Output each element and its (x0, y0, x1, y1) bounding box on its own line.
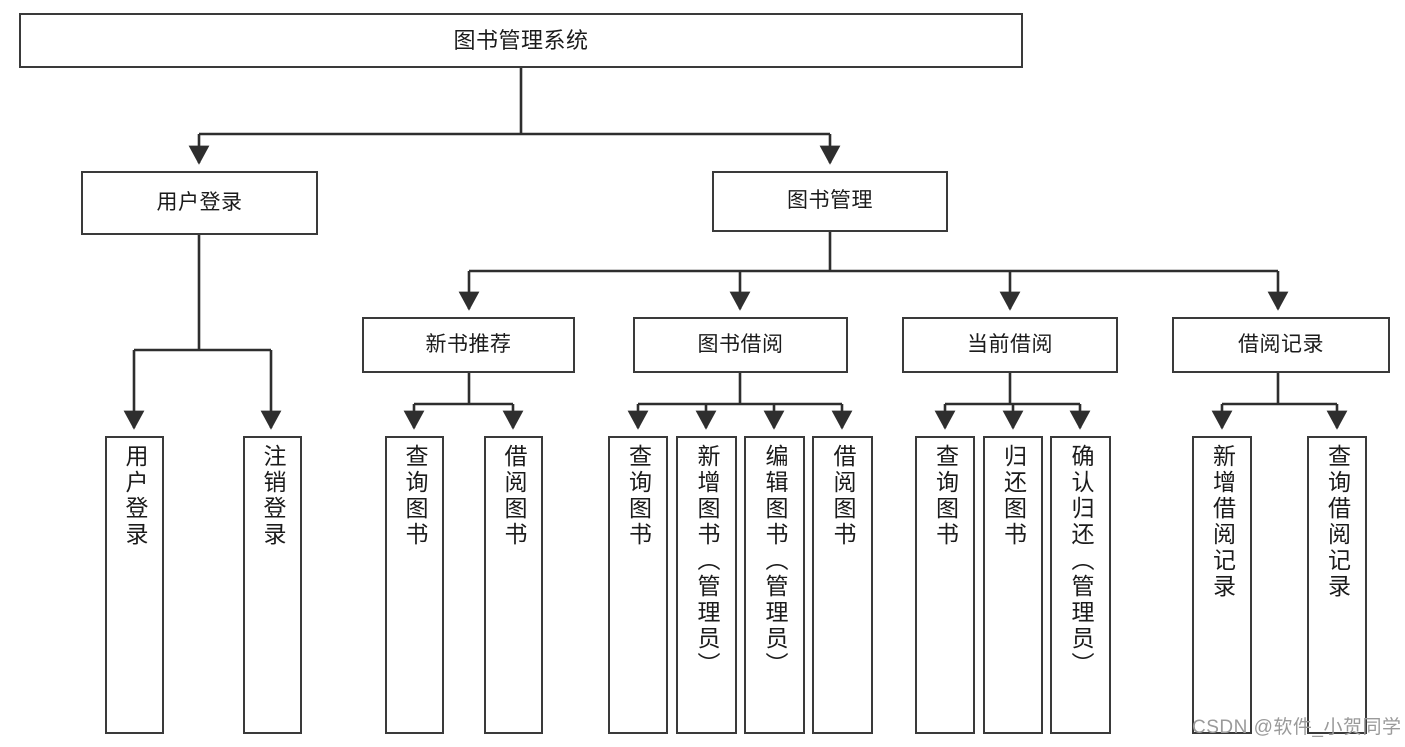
node-label: 编辑图书（管理员） (762, 444, 788, 678)
node-label: 借阅记录 (1238, 332, 1324, 356)
csdn-watermark: CSDN @软件_小贺同学 (1192, 712, 1401, 739)
watermark-text: CSDN @软件_小贺同学 (1192, 717, 1402, 738)
node-label: 图书管理系统 (453, 27, 589, 53)
node-label: 用户登录 (156, 190, 243, 214)
node-new-book-recommend[interactable]: 新书推荐 (362, 317, 575, 373)
leaf-new-book-query-book[interactable]: 查询图书 (385, 436, 444, 734)
node-label: 归还图书 (1000, 444, 1027, 548)
node-label: 用户登录 (122, 444, 148, 548)
node-label: 查询图书 (932, 444, 959, 548)
leaf-book-borrow-edit-book-admin[interactable]: 编辑图书（管理员） (744, 436, 805, 734)
leaf-current-borrow-query-book[interactable]: 查询图书 (915, 436, 975, 734)
node-label: 借阅图书 (501, 444, 527, 548)
node-book-borrow[interactable]: 图书借阅 (633, 317, 848, 373)
node-label: 图书借阅 (697, 332, 784, 356)
node-label: 查询借阅记录 (1324, 444, 1351, 600)
node-label: 查询图书 (402, 444, 428, 548)
node-label: 新增借阅记录 (1209, 444, 1236, 600)
node-label: 新书推荐 (425, 332, 512, 356)
node-label: 查询图书 (625, 444, 652, 548)
node-label: 图书管理 (787, 189, 873, 213)
node-label: 当前借阅 (967, 332, 1053, 356)
leaf-user-login-logout[interactable]: 注销登录 (243, 436, 302, 734)
leaf-book-borrow-add-book-admin[interactable]: 新增图书（管理员） (676, 436, 737, 734)
node-current-borrow[interactable]: 当前借阅 (902, 317, 1118, 373)
leaf-borrow-record-add-record[interactable]: 新增借阅记录 (1192, 436, 1252, 734)
node-label: 新增图书（管理员） (694, 444, 720, 678)
node-label: 注销登录 (260, 444, 286, 548)
leaf-current-borrow-return-book[interactable]: 归还图书 (983, 436, 1043, 734)
leaf-book-borrow-borrow-book[interactable]: 借阅图书 (812, 436, 873, 734)
node-user-login[interactable]: 用户登录 (81, 171, 318, 235)
node-label: 确认归还（管理员） (1068, 444, 1094, 678)
leaf-book-borrow-query-book[interactable]: 查询图书 (608, 436, 668, 734)
node-label: 借阅图书 (830, 444, 856, 548)
node-root-system[interactable]: 图书管理系统 (19, 13, 1023, 68)
leaf-user-login-login[interactable]: 用户登录 (105, 436, 164, 734)
leaf-borrow-record-query-record[interactable]: 查询借阅记录 (1307, 436, 1367, 734)
leaf-new-book-borrow-book[interactable]: 借阅图书 (484, 436, 543, 734)
node-book-management[interactable]: 图书管理 (712, 171, 948, 232)
leaf-current-borrow-confirm-return-admin[interactable]: 确认归还（管理员） (1050, 436, 1111, 734)
node-borrow-record[interactable]: 借阅记录 (1172, 317, 1390, 373)
